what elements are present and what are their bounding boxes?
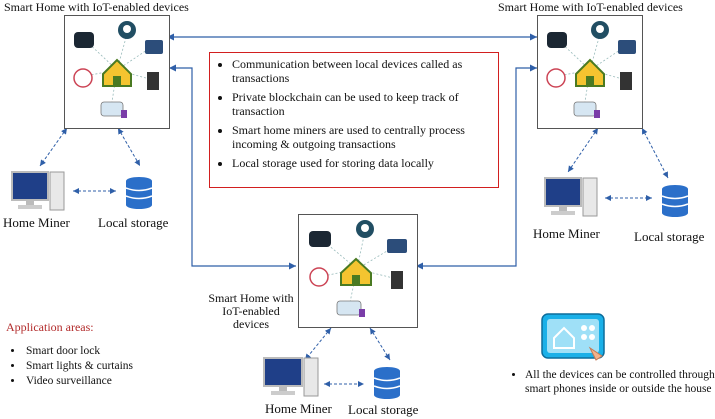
info-item: Smart home miners are used to centrally … (232, 123, 498, 151)
phone-control-note: All the devices can be controlled throug… (507, 368, 715, 396)
right-smart-home-hub (537, 15, 643, 129)
remote-icon (391, 271, 403, 289)
right-home-miner-computer-icon (544, 177, 598, 217)
remote-icon (620, 72, 632, 90)
ac-icon (573, 101, 597, 117)
ac-icon (100, 101, 124, 117)
bottom-home-miner-computer-icon (263, 357, 319, 397)
left-home-miner-label: Home Miner (3, 215, 70, 230)
camera-icon (309, 231, 331, 247)
house-icon (340, 257, 372, 286)
remote-icon (147, 72, 159, 90)
info-item: Private blockchain can be used to keep t… (232, 90, 498, 118)
application-areas-list: Smart door lock Smart lights & curtains … (6, 344, 133, 389)
info-item: Local storage used for storing data loca… (232, 156, 498, 170)
left-home-miner-computer-icon (11, 171, 65, 211)
left-smart-home-hub (64, 15, 170, 129)
lock-icon (73, 68, 93, 88)
left-local-storage-label: Local storage (98, 215, 169, 230)
list-item: Video surveillance (24, 374, 133, 389)
right-local-storage-icon (661, 185, 689, 217)
list-item: Smart door lock (24, 344, 133, 359)
right-hub-title: Smart Home with IoT-enabled devices (498, 0, 683, 14)
link-right-bottom (416, 64, 537, 270)
bottom-local-storage-icon (373, 367, 401, 399)
info-item: Communication between local devices call… (232, 57, 498, 85)
tv-icon (387, 239, 407, 253)
bottom-smart-home-hub (298, 214, 418, 328)
bottom-hub-title: Smart Home with IoT-enabled devices (208, 291, 294, 331)
application-areas-heading: Application areas: (6, 320, 94, 334)
info-box: Communication between local devices call… (209, 52, 499, 188)
right-home-miner-label: Home Miner (533, 226, 600, 241)
tv-icon (145, 40, 163, 54)
house-icon (575, 58, 605, 87)
left-hub-title: Smart Home with IoT-enabled devices (4, 0, 189, 14)
bottom-home-miner-label: Home Miner (265, 401, 332, 416)
ac-icon (336, 300, 362, 316)
list-item: Smart lights & curtains (24, 359, 133, 374)
smartphone-control-icon (541, 313, 605, 361)
right-local-storage-label: Local storage (634, 229, 705, 244)
house-icon (102, 58, 132, 87)
tv-icon (618, 40, 636, 54)
lock-icon (546, 68, 566, 88)
bottom-local-storage-label: Local storage (348, 402, 419, 417)
link-left-bottom (169, 64, 296, 270)
lock-icon (309, 267, 329, 287)
camera-icon (74, 32, 94, 48)
left-local-storage-icon (125, 177, 153, 209)
camera-icon (547, 32, 567, 48)
